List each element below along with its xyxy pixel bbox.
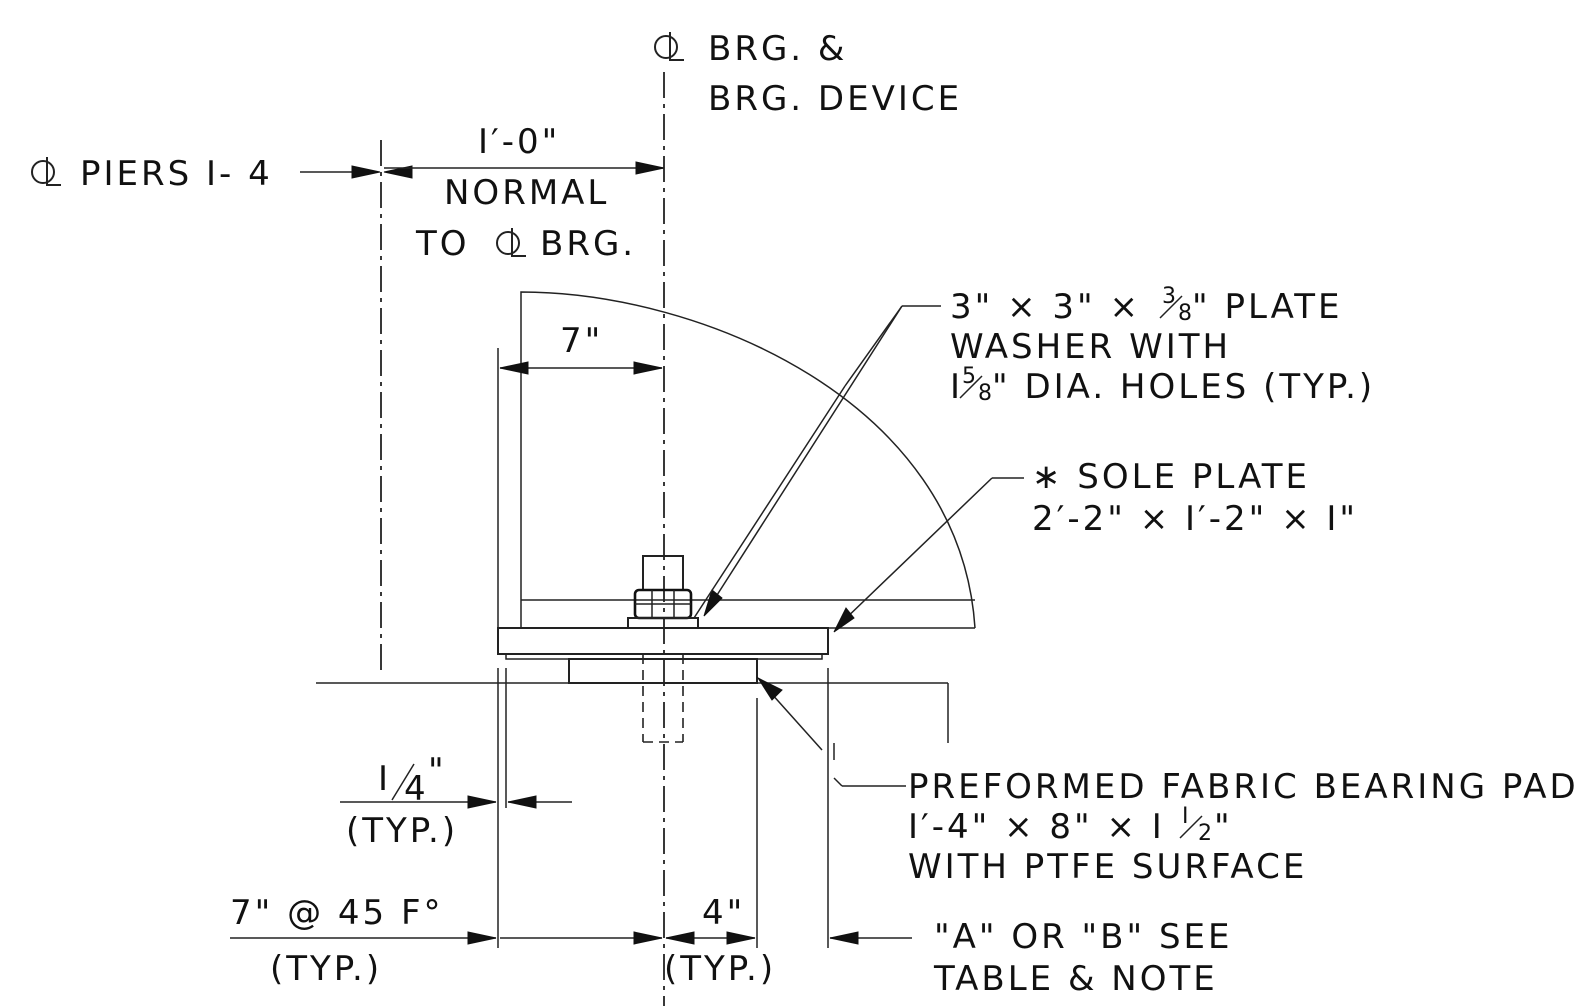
- washer-label-line2: WASHER WITH: [950, 327, 1231, 367]
- sole-plate-label-line1: ∗ SOLE PLATE: [1032, 457, 1310, 497]
- girder-flange-outline: [520, 291, 976, 629]
- cl-brg-label-line1: BRG. &: [708, 29, 847, 69]
- pad-frac-num: I: [1182, 804, 1189, 829]
- washer-label-line1b: " PLATE: [1192, 287, 1343, 327]
- washer-label-line3b: " DIA. HOLES (TYP.): [992, 367, 1375, 407]
- washer-frac2-den: 8: [978, 381, 992, 406]
- bearing-pad: [568, 658, 758, 684]
- pad-label-line2b: ": [1214, 807, 1233, 847]
- anchor-bolt-assembly: [627, 555, 699, 743]
- washer-label-line3-i: I: [950, 367, 963, 407]
- quarter-inch-mark: ": [428, 751, 447, 791]
- pad-label-line1: PREFORMED FABRIC BEARING PAD: [908, 767, 1579, 807]
- sole-plate-label-line2: 2′-2" × I′-2" × I": [1032, 499, 1358, 539]
- dim-4in-label: 4": [702, 893, 745, 933]
- pad-label-line3: WITH PTFE SURFACE: [908, 847, 1307, 887]
- pad-label-line2a: I′-4" × 8" × I: [908, 807, 1165, 847]
- typ-label-1: (TYP.): [346, 811, 458, 851]
- washer-frac2-num: 5: [962, 364, 976, 389]
- typ-label-3: (TYP.): [664, 949, 776, 989]
- normal-label: NORMAL: [444, 173, 609, 213]
- typ-label-2: (TYP.): [270, 949, 382, 989]
- dim-7in-label: 7": [560, 321, 603, 361]
- dim-1ft-label: I′-0": [478, 122, 560, 162]
- to-cl-label-prefix: TO: [415, 224, 470, 264]
- dim-7-45-label: 7" @ 45 F°: [230, 893, 444, 933]
- ab-label-line2: TABLE & NOTE: [933, 959, 1218, 999]
- to-cl-label-suffix: BRG.: [540, 224, 636, 264]
- washer-frac-num: 3: [1162, 284, 1176, 309]
- cl-brg-label-line2: BRG. DEVICE: [708, 79, 962, 119]
- centerline-symbol-piers: [31, 157, 61, 186]
- quarter-frac-num: I: [378, 759, 391, 799]
- cl-piers-label: PIERS I- 4: [80, 154, 273, 194]
- sole-plate: [497, 627, 829, 655]
- quarter-frac-den: 4: [404, 769, 429, 809]
- centerline-symbol-brg: [654, 32, 684, 61]
- ab-label-line1: "A" OR "B" SEE: [934, 917, 1233, 957]
- washer-label-line1a: 3" × 3" ×: [950, 287, 1141, 327]
- washer-frac-den: 8: [1178, 301, 1192, 326]
- pad-frac-den: 2: [1198, 821, 1212, 846]
- centerline-symbol-to-cl: [496, 228, 526, 257]
